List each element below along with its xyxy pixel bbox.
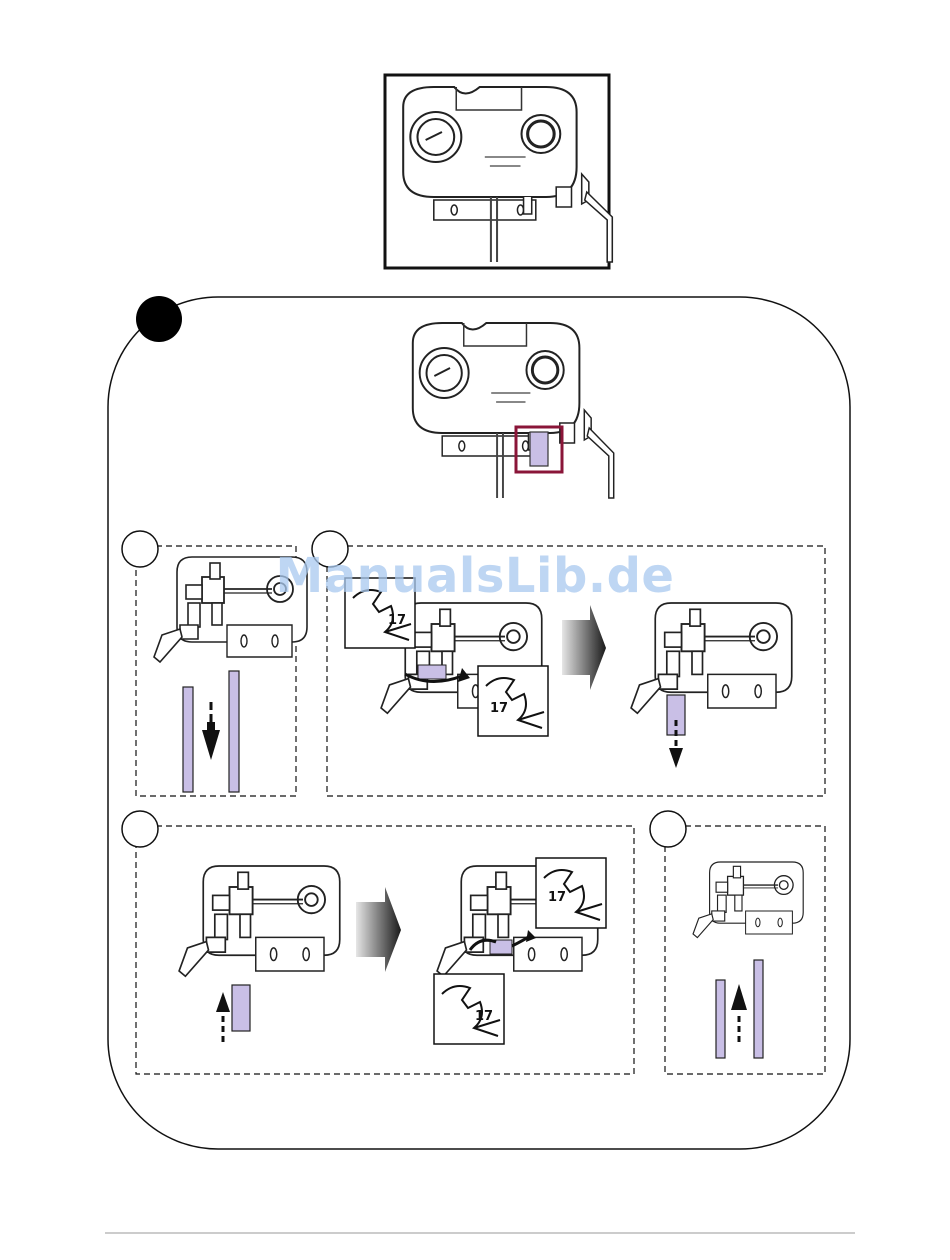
wrench-size-label: 17 — [548, 890, 566, 905]
wrench-size-label: 17 — [490, 701, 508, 716]
arrow-right-icon — [356, 887, 401, 972]
heater-main — [413, 323, 614, 498]
step-c-valve-left — [179, 866, 340, 976]
step-d-marker — [650, 811, 686, 847]
watermark: ManualsLib.de — [0, 548, 950, 604]
wrench-size-label: 17 — [475, 1009, 493, 1024]
arrow-up-icon — [731, 984, 747, 1042]
arrow-down-icon — [202, 702, 220, 760]
arrow-right-icon — [562, 605, 606, 690]
step-main-marker — [136, 296, 182, 342]
wrench-box-4 — [434, 974, 504, 1044]
wrench-box-3 — [536, 858, 606, 928]
step-d-valve — [693, 862, 803, 938]
step-c-marker — [122, 811, 158, 847]
step-b-valve-right — [631, 603, 792, 713]
wrench-box-2 — [478, 666, 548, 736]
wrench-size-label: 17 — [388, 613, 406, 628]
arrow-up-icon — [216, 992, 230, 1042]
